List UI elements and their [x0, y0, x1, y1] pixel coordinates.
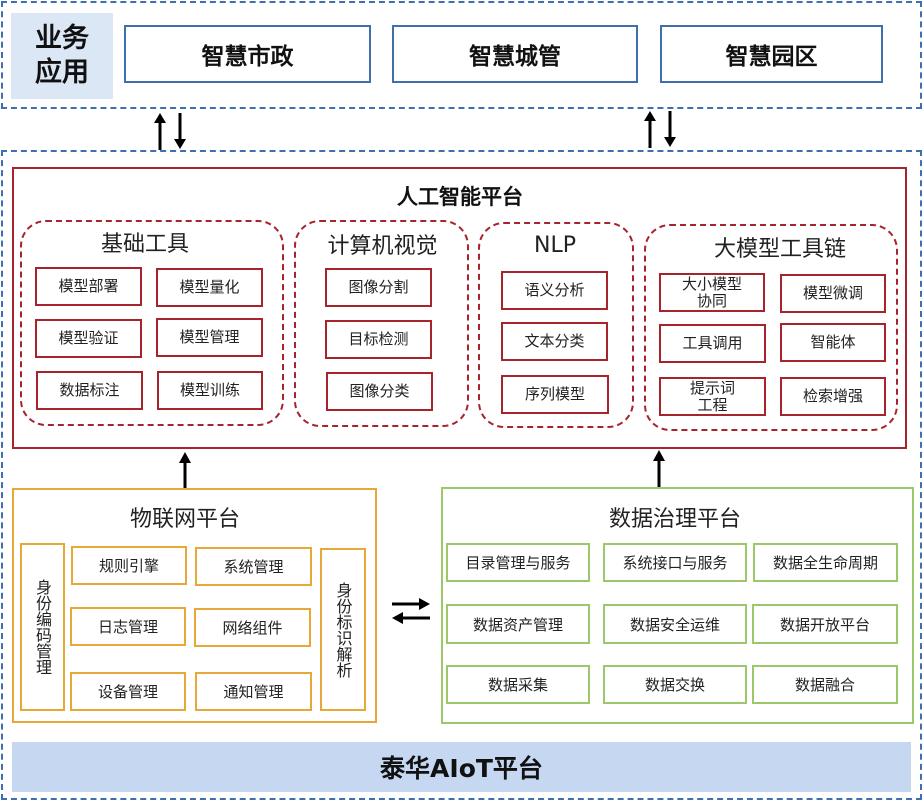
ai-group-nlp — [478, 222, 634, 428]
bidirectional-arrow-horizontal — [392, 598, 430, 624]
ai-group-computer-vision — [294, 220, 469, 427]
item-sequence-model[interactable]: 序列模型 — [501, 375, 609, 414]
dg-item-data-security-ops[interactable]: 数据安全运维 — [603, 604, 747, 644]
dg-item-data-fusion[interactable]: 数据融合 — [752, 665, 898, 704]
ai-platform — [12, 167, 907, 449]
ai-group-basic-tools — [20, 220, 284, 426]
iot-platform — [12, 488, 377, 723]
item-prompt-engineering[interactable]: 提示词 工程 — [659, 377, 766, 416]
item-model-deploy[interactable]: 模型部署 — [35, 267, 142, 306]
item-model-manage[interactable]: 模型管理 — [156, 318, 263, 357]
dg-item-data-open-platform[interactable]: 数据开放平台 — [752, 604, 898, 644]
data-governance-platform — [441, 487, 914, 724]
ai-group-title-llm-toolchain: 大模型工具链 — [713, 237, 846, 262]
item-semantic-analysis[interactable]: 语义分析 — [501, 271, 608, 310]
arrow-up-iot-to-ai — [179, 452, 191, 490]
app-smart-city-management[interactable]: 智慧城管 — [392, 25, 638, 83]
iot-item-system-management[interactable]: 系统管理 — [195, 547, 312, 586]
bidirectional-arrow-right — [644, 111, 676, 148]
item-object-detection[interactable]: 目标检测 — [325, 320, 432, 359]
item-agent[interactable]: 智能体 — [780, 323, 886, 362]
ai-platform-title: 人工智能平台 — [397, 185, 523, 209]
item-image-classification[interactable]: 图像分类 — [326, 372, 433, 411]
dg-item-data-lifecycle[interactable]: 数据全生命周期 — [753, 543, 898, 582]
item-image-segmentation[interactable]: 图像分割 — [325, 268, 432, 307]
iot-identity-code-management[interactable]: 身份编码管理 — [20, 543, 65, 711]
dg-item-data-exchange[interactable]: 数据交换 — [603, 665, 747, 704]
item-text-classification[interactable]: 文本分类 — [501, 322, 608, 361]
item-retrieval-augmented[interactable]: 检索增强 — [780, 377, 886, 416]
iot-item-network-component[interactable]: 网络组件 — [194, 608, 311, 647]
item-data-labeling[interactable]: 数据标注 — [36, 371, 143, 410]
bidirectional-arrow-left — [154, 113, 186, 150]
app-smart-municipal[interactable]: 智慧市政 — [124, 25, 371, 83]
ai-group-title-basic-tools: 基础工具 — [100, 232, 189, 257]
dg-item-data-collection[interactable]: 数据采集 — [446, 665, 590, 704]
dg-item-system-interface-service[interactable]: 系统接口与服务 — [603, 543, 747, 582]
item-large-small-model-collab[interactable]: 大小模型 协同 — [659, 273, 765, 312]
dg-item-data-asset-management[interactable]: 数据资产管理 — [446, 604, 590, 644]
arrow-up-data-to-ai — [653, 450, 665, 488]
business-layer-label: 业务 应用 — [11, 13, 113, 99]
iot-item-log-management[interactable]: 日志管理 — [70, 607, 186, 646]
iot-item-rule-engine[interactable]: 规则引擎 — [71, 546, 187, 585]
aiot-platform-container — [1, 150, 922, 800]
dg-item-catalog-service[interactable]: 目录管理与服务 — [446, 543, 590, 582]
ai-group-llm-toolchain — [644, 224, 898, 431]
app-smart-park[interactable]: 智慧园区 — [660, 25, 883, 83]
business-label-line2: 应用 — [35, 57, 89, 88]
item-model-finetune[interactable]: 模型微调 — [780, 274, 886, 313]
item-prompt-engineering-text: 提示词 工程 — [689, 378, 735, 414]
data-governance-title: 数据治理平台 — [608, 507, 741, 532]
item-large-small-model-collab-text: 大小模型 协同 — [681, 274, 742, 310]
base-platform-bar: 泰华AIoT平台 — [12, 742, 911, 792]
item-model-validate[interactable]: 模型验证 — [35, 319, 142, 358]
iot-identity-resolution[interactable]: 身份标识解析 — [320, 548, 366, 711]
item-model-quantize[interactable]: 模型量化 — [156, 268, 263, 307]
item-model-train[interactable]: 模型训练 — [157, 371, 263, 410]
iot-item-notification-management[interactable]: 通知管理 — [195, 672, 312, 711]
iot-platform-title: 物联网平台 — [129, 507, 240, 532]
ai-group-title-computer-vision: 计算机视觉 — [327, 234, 438, 259]
item-tool-calling[interactable]: 工具调用 — [659, 324, 766, 363]
iot-item-device-management[interactable]: 设备管理 — [70, 672, 186, 711]
business-label-line1: 业务 — [35, 23, 89, 54]
business-layer — [1, 1, 922, 109]
ai-group-title-nlp: NLP — [534, 232, 576, 258]
